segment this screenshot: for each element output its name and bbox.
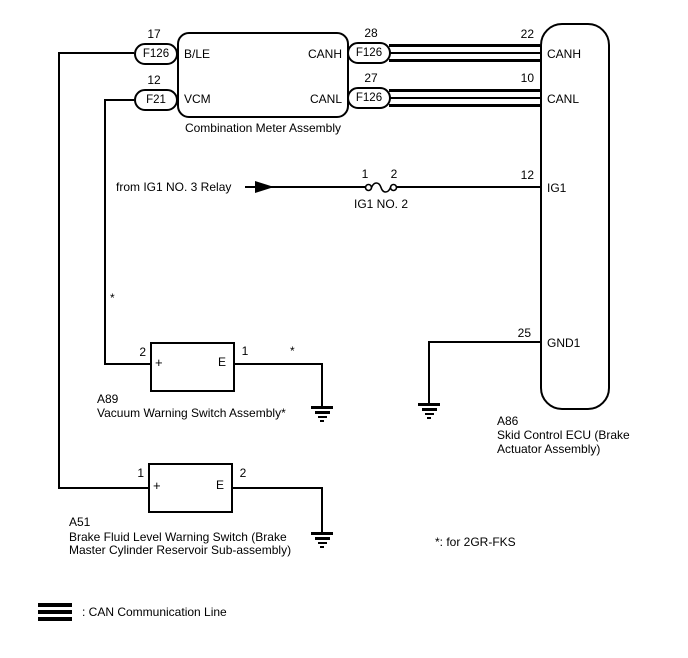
wire-vcm-to-a89 [104, 363, 152, 365]
terminal-label-ble: B/LE [184, 47, 211, 61]
a51-pin-left: 1 [137, 466, 144, 480]
brake-fluid-switch-box [148, 463, 233, 513]
wire-a51-to-ground [233, 487, 323, 489]
can-line-canl-3 [389, 104, 540, 107]
terminal-label-vcm: VCM [184, 92, 211, 106]
a51-code: A51 [69, 515, 91, 529]
flow-arrow-icon [255, 181, 274, 193]
can-line-canh-1 [389, 44, 540, 47]
terminal-label-ig1: IG1 [547, 181, 567, 195]
can-line-canl-2 [389, 97, 540, 99]
ig1-source-label: from IG1 NO. 3 Relay [116, 180, 232, 194]
a51-terminal-plus: + [153, 478, 161, 493]
wire-a89-to-ground [235, 363, 323, 365]
can-line-canh-3 [389, 59, 540, 62]
pin-number-12-ig1: 12 [520, 168, 534, 182]
pin-number-27: 27 [364, 71, 378, 85]
wire-vcm-vertical [104, 99, 106, 365]
connector-f126-ble: F126 [134, 43, 178, 65]
a51-label-line2: Master Cylinder Reservoir Sub-assembly) [69, 543, 292, 557]
can-line-canl-1 [389, 89, 540, 92]
wire-a51-ground-drop [321, 487, 323, 532]
wire-gnd1-horizontal [428, 341, 540, 343]
fuse-name-label: IG1 NO. 2 [353, 197, 409, 211]
a89-code: A89 [97, 392, 119, 406]
a89-label: Vacuum Warning Switch Assembly* [97, 406, 286, 420]
ecu-label-line2: Actuator Assembly) [497, 442, 601, 456]
a89-pin-left: 2 [139, 345, 146, 359]
combination-meter-box [177, 32, 349, 118]
pin-number-28: 28 [364, 26, 378, 40]
fuse-pin-2: 2 [390, 167, 398, 181]
pin-number-17: 17 [147, 27, 161, 41]
a89-pin-right: 1 [241, 344, 249, 358]
wire-a89-ground-drop [321, 363, 323, 406]
pin-number-25: 25 [517, 326, 531, 340]
wire-ble-vertical [58, 52, 60, 489]
wire-ig1-right [397, 186, 540, 188]
ecu-code: A86 [497, 414, 519, 428]
ecu-label-line1: Skid Control ECU (Brake [497, 428, 630, 442]
connector-f21-vcm: F21 [134, 89, 178, 111]
pin-number-12: 12 [147, 73, 161, 87]
connector-f126-canh: F126 [347, 42, 391, 64]
terminal-label-canl-meter: CANL [309, 92, 342, 106]
wire-ble-to-a51 [58, 487, 150, 489]
fuse-icon [364, 182, 398, 193]
footnote-2gr-fks: *: for 2GR-FKS [435, 535, 516, 549]
terminal-label-canh-ecu: CANH [547, 47, 582, 61]
a89-terminal-e: E [218, 355, 227, 369]
can-line-canh-2 [389, 52, 540, 54]
terminal-label-canl-ecu: CANL [547, 92, 580, 106]
legend-can-line-label: : CAN Communication Line [82, 605, 227, 619]
terminal-label-gnd1: GND1 [547, 336, 581, 350]
wire-ble-horizontal-top [58, 52, 134, 54]
vacuum-switch-box [150, 342, 235, 392]
pin-number-10: 10 [520, 71, 534, 85]
terminal-label-canh-meter: CANH [307, 47, 342, 61]
connector-f126-canl: F126 [347, 87, 391, 109]
combination-meter-label: Combination Meter Assembly [184, 121, 342, 135]
asterisk-vcm-line: * [110, 291, 115, 305]
pin-number-22: 22 [520, 27, 534, 41]
a51-label-line1: Brake Fluid Level Warning Switch (Brake [69, 530, 287, 544]
asterisk-a89-wire: * [290, 344, 295, 358]
a51-pin-right: 2 [239, 466, 247, 480]
a89-terminal-plus: + [155, 355, 163, 370]
skid-control-ecu-box [540, 23, 610, 410]
wire-gnd1-vertical [428, 341, 430, 403]
fuse-pin-1: 1 [361, 167, 369, 181]
a51-terminal-e: E [216, 478, 225, 492]
wire-vcm-horizontal-top [104, 99, 134, 101]
wire-ig1-left [245, 186, 365, 188]
